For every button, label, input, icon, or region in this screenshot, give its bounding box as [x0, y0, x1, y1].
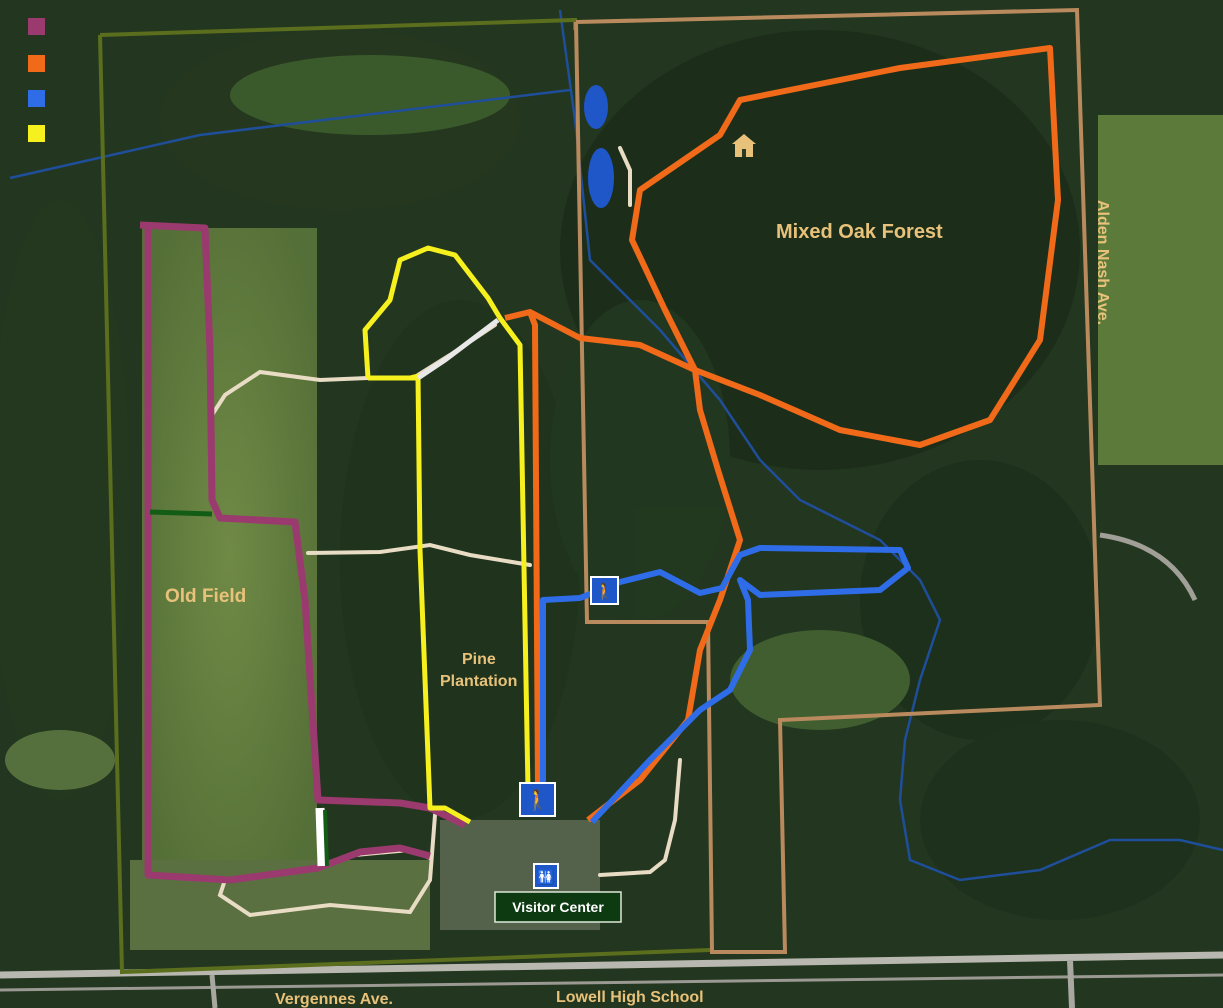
label-pine-line2: Plantation: [440, 673, 517, 690]
field-marker-white: [315, 807, 327, 867]
legend-swatch-purple: [28, 18, 45, 35]
field-marker-dark: [149, 509, 213, 517]
label-vergennes: Vergennes Ave.: [275, 991, 393, 1008]
svg-text:🚶: 🚶: [595, 582, 615, 601]
visitor-center-badge[interactable]: Visitor Center: [494, 891, 622, 923]
pond-south: [588, 148, 614, 208]
trail-yellow: [362, 245, 531, 825]
hiker-icon[interactable]: 🚶: [519, 782, 556, 817]
clearing-ne: [230, 55, 510, 135]
cabin-icon: [732, 134, 756, 157]
pond-north: [584, 85, 608, 129]
trail-purple: [139, 221, 467, 884]
visitor-center-label: Visitor Center: [512, 899, 604, 915]
legend-swatch-orange: [28, 55, 45, 72]
label-mixed-oak-forest: Mixed Oak Forest: [776, 221, 943, 243]
trail-white-segment: [416, 318, 500, 381]
trail-blue: [540, 545, 911, 825]
legend-swatch-yellow: [28, 125, 45, 142]
svg-text:🚻: 🚻: [537, 869, 554, 886]
old-field-clearing: [142, 228, 317, 878]
streams: [9, 9, 1223, 882]
clearing-sw: [5, 730, 115, 790]
field-marker-green: [323, 809, 329, 867]
property-boundary-brown: [574, 7, 1103, 954]
restroom-icon[interactable]: 🚻: [533, 863, 559, 889]
label-old-field: Old Field: [165, 586, 246, 607]
label-lowell-high-school: Lowell High School: [556, 989, 704, 1006]
clearing-se: [730, 630, 910, 730]
svg-text:🚶: 🚶: [525, 788, 550, 812]
label-pine-line1: Pine: [462, 651, 496, 668]
label-alden-nash: Alden Nash Ave.: [1094, 200, 1111, 325]
hiker-icon[interactable]: 🚶: [590, 576, 619, 605]
east-field: [1098, 115, 1223, 465]
legend-swatch-blue: [28, 90, 45, 107]
legend: [28, 18, 45, 142]
roads: [0, 532, 1223, 1008]
